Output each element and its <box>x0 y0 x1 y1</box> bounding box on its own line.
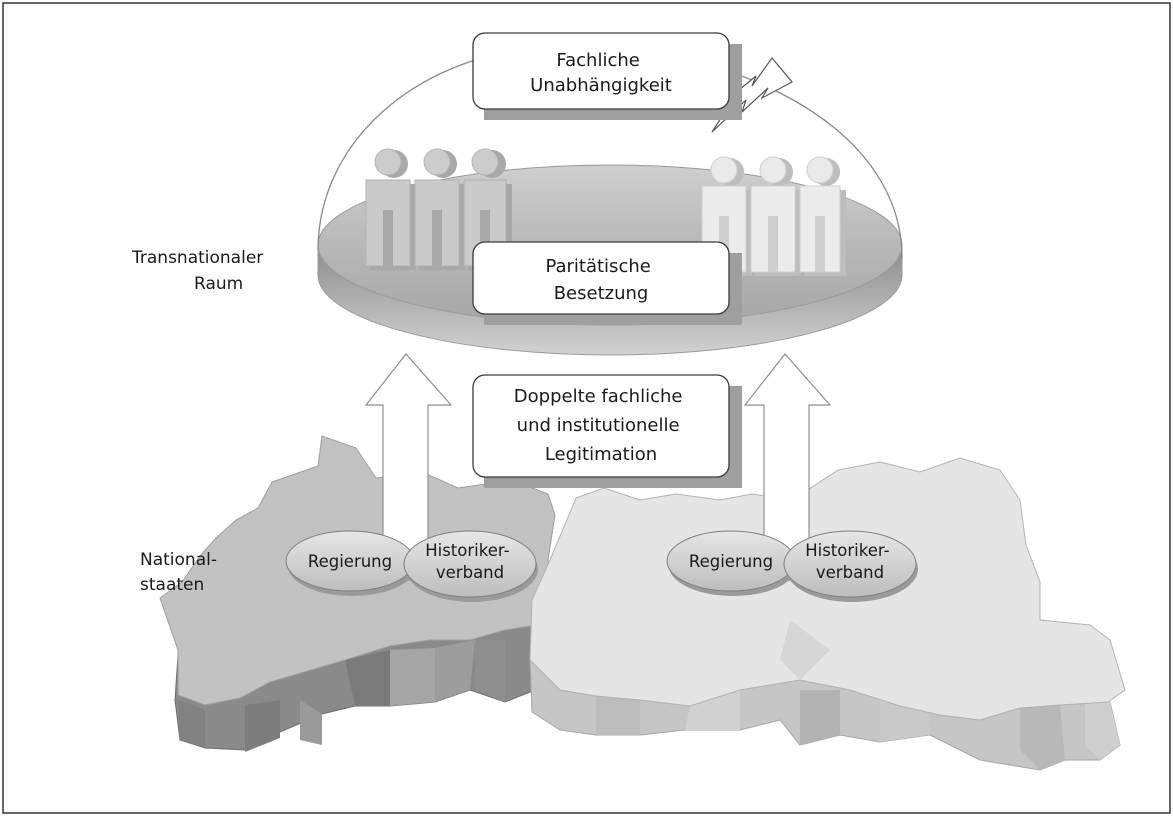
svg-text:Historiker- verband: Historiker- verband <box>425 541 515 582</box>
left-government-label: Regierung <box>308 552 392 571</box>
svg-text:Historiker- verband: Historiker- verband <box>805 541 895 582</box>
box-parity: Paritätische Besetzung <box>472 241 742 325</box>
box-legitimation-line-1: Doppelte fachliche <box>514 386 683 407</box>
left-historians-line-2: verband <box>436 563 504 582</box>
national-label-line-2: staaten <box>140 575 204 595</box>
national-label: National- staaten <box>140 550 222 595</box>
people-group-left <box>365 148 512 270</box>
svg-text:Fachliche Unabhängigkeit: Fachliche Unabhängigkeit <box>530 50 672 96</box>
person-icon <box>365 148 416 270</box>
box-parity-line-1: Paritätische <box>545 256 650 277</box>
box-legitimation-line-2: und institutionelle <box>517 415 680 436</box>
right-historians-line-2: verband <box>816 563 884 582</box>
box-parity-line-2: Besetzung <box>554 283 649 304</box>
box-independence-line-1: Fachliche <box>556 50 639 71</box>
people-group-right <box>701 156 846 276</box>
box-independence-line-2: Unabhängigkeit <box>530 75 672 96</box>
right-government-label: Regierung <box>689 552 773 571</box>
left-historians-line-1: Historiker- <box>425 541 509 560</box>
transnational-label-line-2: Raum <box>194 274 243 294</box>
box-independence: Fachliche Unabhängigkeit <box>472 32 742 120</box>
right-government-node: Regierung <box>666 530 797 596</box>
person-icon <box>750 156 801 276</box>
right-historians-line-1: Historiker- <box>805 541 889 560</box>
svg-text:Paritätische Besetzung: Paritätische Besetzung <box>545 256 656 304</box>
box-legitimation: Doppelte fachliche und institutionelle L… <box>472 374 742 488</box>
person-icon <box>799 156 846 276</box>
left-government-node: Regierung <box>285 530 416 596</box>
left-historians-node: Historiker- verband <box>403 530 538 602</box>
national-label-line-1: National- <box>140 550 217 570</box>
svg-text:Doppelte fachliche und i: Doppelte fachliche und institutionelle L… <box>514 386 688 465</box>
box-legitimation-line-3: Legitimation <box>545 444 657 465</box>
transnational-label-line-1: Transnationaler <box>131 248 263 268</box>
person-icon <box>414 148 465 270</box>
transnational-label: Transnationaler Raum <box>131 248 269 294</box>
right-historians-node: Historiker- verband <box>783 530 918 602</box>
